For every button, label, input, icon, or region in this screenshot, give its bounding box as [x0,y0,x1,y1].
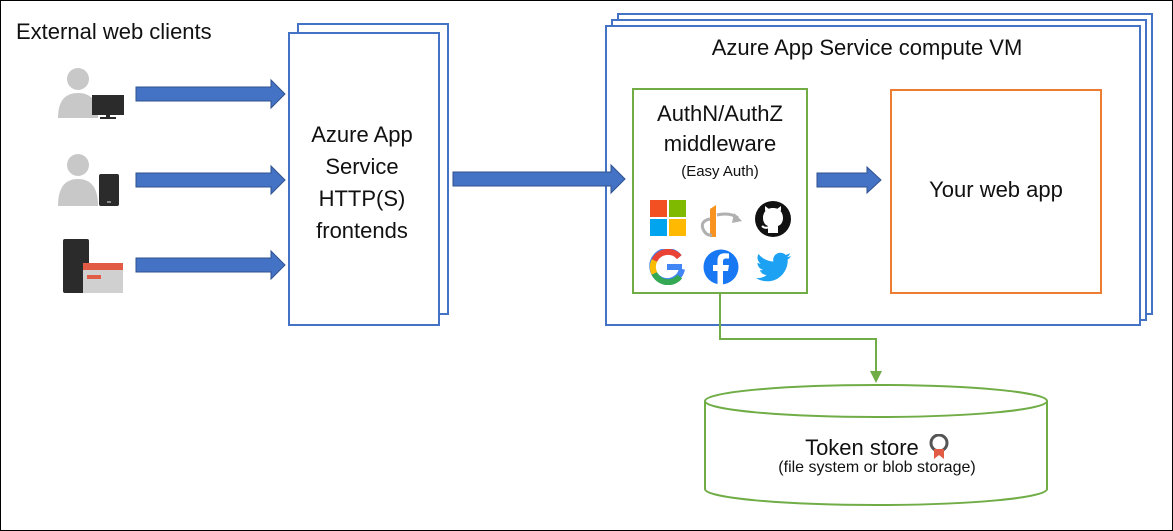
microsoft-icon [650,200,686,236]
middleware-subtitle: (Easy Auth) [681,163,759,180]
github-icon [755,201,791,237]
frontends-label: Azure App Service HTTP(S) frontends [291,119,433,247]
frontends-label-line-1: Azure App [311,122,413,147]
device-browser-icon [63,239,123,293]
google-icon [649,249,685,285]
frontends-to-middleware-arrow [452,163,626,195]
client-arrow-1 [135,78,286,110]
client-arrow-3 [135,249,286,281]
connector-arrowhead [870,371,882,383]
webapp-box [890,89,1102,294]
middleware-label: AuthN/AuthZ middleware [633,99,807,159]
middleware-label-line-1: AuthN/AuthZ [657,101,783,126]
token-store-label: Token store [707,429,1047,461]
facebook-icon [703,249,739,285]
client-arrow-2 [135,164,286,196]
token-store-title: Token store [805,435,919,460]
middleware-label-line-2: middleware [663,131,777,156]
frontends-box [288,32,440,326]
token-store-cylinder [704,384,1048,506]
middleware-to-webapp-arrow [816,165,882,195]
middleware-to-store-connector [719,293,877,373]
user-mobile-icon [58,154,119,206]
award-icon [929,433,949,459]
twitter-icon [756,252,791,282]
user-desktop-icon [58,68,124,119]
clients-title: External web clients [16,19,212,44]
token-store-subtitle: (file system or blob storage) [778,459,976,476]
webapp-label: Your web app [929,177,1063,202]
frontends-label-line-4: frontends [316,218,408,243]
vm-title: Azure App Service compute VM [711,35,1023,60]
openid-icon [700,205,742,237]
frontends-label-line-2: Service [325,154,399,179]
frontends-label-line-3: HTTP(S) [318,186,406,211]
